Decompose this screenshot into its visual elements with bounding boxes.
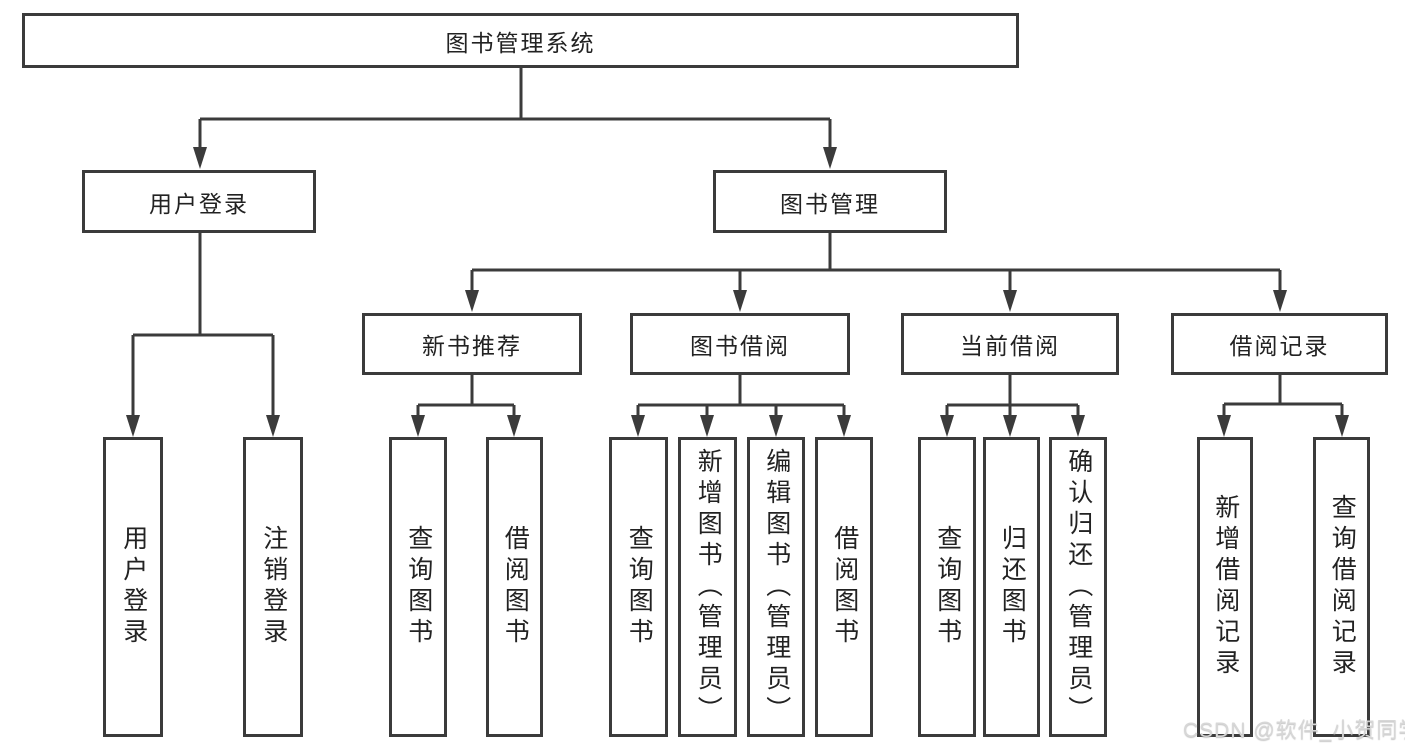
node-borrow-record: 借阅记录 xyxy=(1171,313,1388,375)
node-current-borrow-label: 当前借阅 xyxy=(960,333,1060,359)
node-user-login-label: 用户登录 xyxy=(149,190,249,217)
node-book-borrow: 图书借阅 xyxy=(630,313,850,375)
leaf-confirm-return-admin-label: 确认归还（管理员） xyxy=(1064,447,1093,727)
leaf-current-query-book-label: 查询图书 xyxy=(933,525,962,649)
leaf-add-book-admin: 新增图书（管理员） xyxy=(678,437,737,737)
leaf-confirm-return-admin: 确认归还（管理员） xyxy=(1049,437,1107,737)
leaf-add-borrow-record-label: 新增借阅记录 xyxy=(1211,494,1240,680)
arrowheads xyxy=(126,147,1349,437)
connector-record-branch xyxy=(1222,375,1344,418)
node-book-management: 图书管理 xyxy=(713,170,947,233)
leaf-borrow-book: 借阅图书 xyxy=(815,437,873,737)
leaf-borrow-query-book-label: 查询图书 xyxy=(625,525,654,649)
node-current-borrow: 当前借阅 xyxy=(901,313,1119,375)
node-new-book-recommend-label: 新书推荐 xyxy=(422,333,522,359)
leaf-edit-book-admin: 编辑图书（管理员） xyxy=(747,437,805,737)
leaf-query-borrow-record-label: 查询借阅记录 xyxy=(1328,494,1357,680)
leaf-add-borrow-record: 新增借阅记录 xyxy=(1197,437,1253,737)
node-root-system-label: 图书管理系统 xyxy=(445,29,596,56)
leaf-user-login: 用户登录 xyxy=(103,437,163,737)
leaf-add-book-admin-label: 新增图书（管理员） xyxy=(694,447,723,727)
leaf-current-query-book: 查询图书 xyxy=(918,437,976,737)
leaf-query-borrow-record: 查询借阅记录 xyxy=(1313,437,1370,737)
connector-borrow-branch xyxy=(636,375,846,418)
node-book-borrow-label: 图书借阅 xyxy=(690,333,790,359)
leaf-recommend-query-book: 查询图书 xyxy=(389,437,447,737)
connector-manage-branch xyxy=(470,233,1282,294)
connector-current-branch xyxy=(945,375,1080,418)
leaf-edit-book-admin-label: 编辑图书（管理员） xyxy=(762,447,791,727)
node-borrow-record-label: 借阅记录 xyxy=(1229,333,1330,359)
leaf-borrow-book-label: 借阅图书 xyxy=(830,525,859,649)
csdn-watermark: CSDN @软件_小贺同学 xyxy=(1183,719,1405,742)
leaf-logout: 注销登录 xyxy=(243,437,303,737)
leaf-borrow-query-book: 查询图书 xyxy=(609,437,668,737)
node-root-system: 图书管理系统 xyxy=(22,13,1019,68)
connector-recommend-branch xyxy=(416,375,516,418)
leaf-recommend-query-book-label: 查询图书 xyxy=(404,525,433,649)
leaf-user-login-label: 用户登录 xyxy=(119,525,148,649)
node-user-login: 用户登录 xyxy=(82,170,316,233)
node-book-management-label: 图书管理 xyxy=(780,190,880,217)
leaf-recommend-borrow-book: 借阅图书 xyxy=(486,437,543,737)
connector-root-branch xyxy=(198,68,832,151)
leaf-recommend-borrow-book-label: 借阅图书 xyxy=(501,525,530,649)
leaf-logout-label: 注销登录 xyxy=(259,525,288,649)
leaf-return-book: 归还图书 xyxy=(983,437,1040,737)
leaf-return-book-label: 归还图书 xyxy=(998,525,1027,649)
connector-login-branch xyxy=(131,233,275,419)
node-new-book-recommend: 新书推荐 xyxy=(362,313,582,375)
